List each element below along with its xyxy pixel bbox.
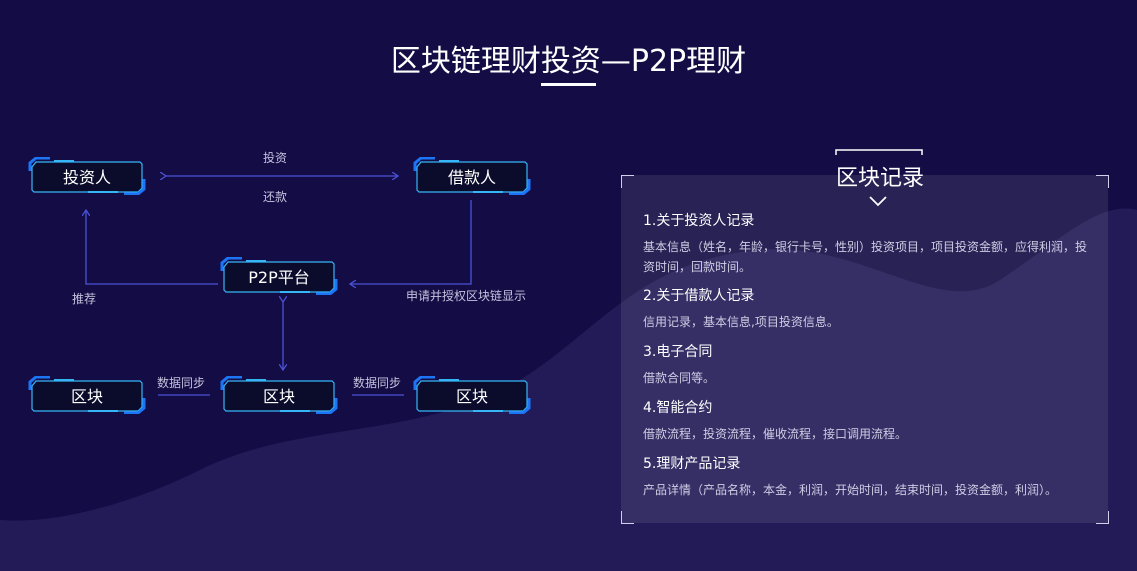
node-block-left-label: 区块 — [70, 387, 103, 406]
record-item: 2.关于借款人记录 信用记录，基本信息,项目投资信息。 — [643, 285, 1088, 332]
record-body: 借款流程，投资流程，催收流程，接口调用流程。 — [643, 427, 908, 441]
panel-title-decoration — [835, 149, 923, 207]
title-underline — [541, 83, 596, 86]
panel-corner-br — [1096, 511, 1109, 524]
arrow-recommend — [86, 210, 218, 285]
record-heading: 5.理财产品记录 — [643, 456, 741, 472]
edge-label-sync-right: 数据同步 — [353, 376, 402, 390]
panel-corner-tr — [1096, 175, 1109, 188]
node-borrower: 借款人 — [413, 157, 531, 195]
edge-label-invest: 投资 — [263, 151, 288, 165]
node-investor: 投资人 — [28, 157, 146, 195]
node-block-center: 区块 — [220, 376, 338, 414]
node-platform: P2P平台 — [220, 257, 338, 295]
record-body: 基本信息（姓名，年龄，银行卡号，性别）投资项目，项目投资金额，应得利润，投资时间… — [643, 240, 1088, 274]
record-heading: 2.关于借款人记录 — [643, 288, 755, 304]
record-heading: 4.智能合约 — [643, 400, 713, 416]
record-heading: 1.关于投资人记录 — [643, 213, 755, 229]
edge-label-apply: 申请并授权区块链显示 — [406, 289, 527, 303]
record-item: 1.关于投资人记录 基本信息（姓名，年龄，银行卡号，性别）投资项目，项目投资金额… — [643, 210, 1088, 277]
record-item: 3.电子合同 借款合同等。 — [643, 341, 1088, 388]
block-record-panel — [621, 175, 1108, 523]
node-block-center-label: 区块 — [262, 387, 295, 406]
panel-corner-bl — [621, 511, 634, 524]
record-body: 产品详情（产品名称，本金，利润，开始时间，结束时间，投资金额，利润）。 — [643, 483, 1058, 497]
edge-label-repay: 还款 — [263, 190, 288, 204]
node-block-left: 区块 — [28, 376, 146, 414]
edge-label-recommend: 推荐 — [72, 292, 97, 306]
node-block-right: 区块 — [413, 376, 531, 414]
record-body: 信用记录，基本信息,项目投资信息。 — [643, 315, 839, 329]
record-item: 4.智能合约 借款流程，投资流程，催收流程，接口调用流程。 — [643, 397, 1088, 444]
panel-title: 区块记录 — [835, 166, 924, 191]
panel-corner-tl — [621, 175, 634, 188]
node-investor-label: 投资人 — [62, 168, 111, 187]
page-title: 区块链理财投资—P2P理财 — [390, 44, 747, 79]
record-heading: 3.电子合同 — [643, 344, 713, 360]
edge-label-sync-left: 数据同步 — [157, 376, 206, 390]
arrow-apply — [350, 200, 472, 284]
record-body: 借款合同等。 — [643, 371, 716, 385]
node-borrower-label: 借款人 — [447, 168, 496, 187]
record-item: 5.理财产品记录 产品详情（产品名称，本金，利润，开始时间，结束时间，投资金额，… — [643, 453, 1088, 500]
node-platform-label: P2P平台 — [248, 268, 310, 287]
node-block-right-label: 区块 — [455, 387, 488, 406]
